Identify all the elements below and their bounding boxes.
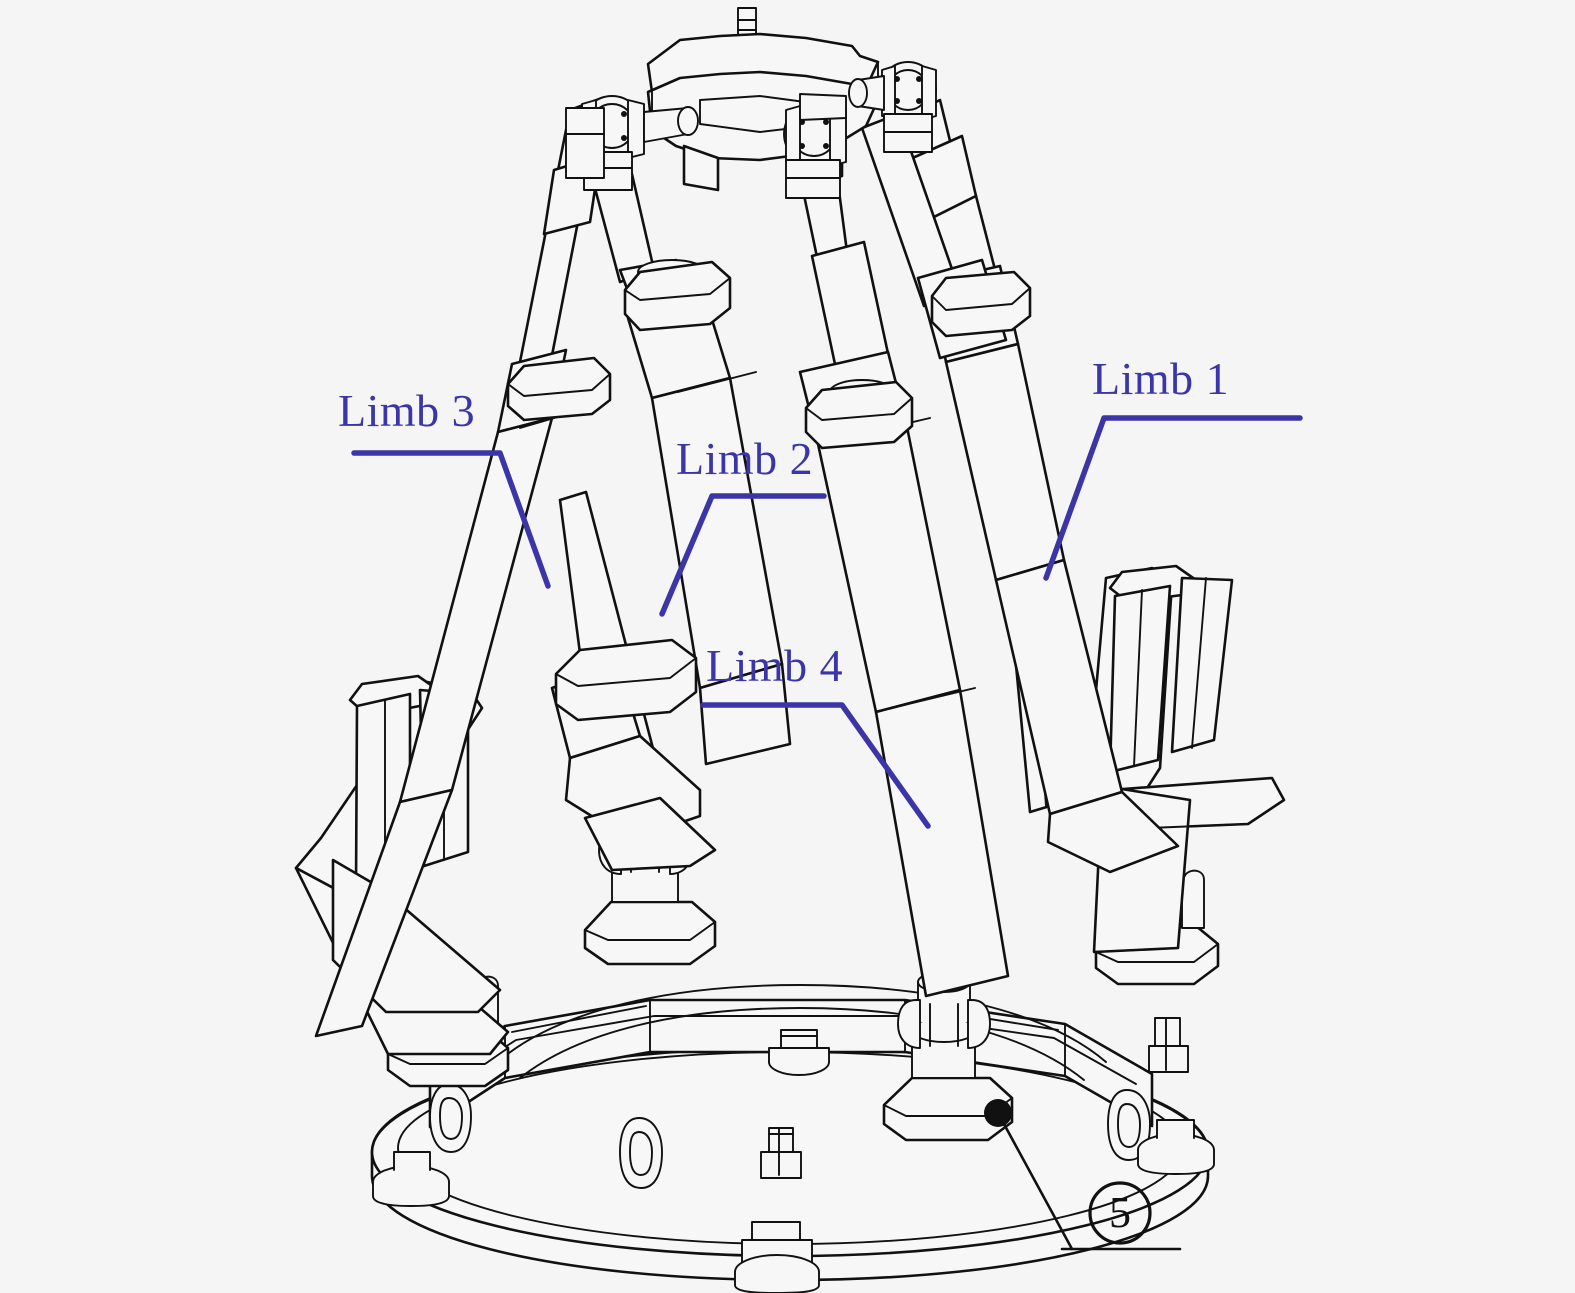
callout-5-circle	[1088, 1181, 1152, 1245]
upper-universal-joint-center	[783, 93, 847, 199]
upper-universal-joint-right	[848, 61, 937, 153]
label-limb-4: Limb 4	[706, 640, 844, 691]
lifting-eye-left	[429, 1083, 472, 1153]
leader-limb1	[1043, 415, 1303, 581]
label-limb-1: Limb 1	[1092, 353, 1230, 404]
center-hub-bolt	[768, 1029, 830, 1076]
lifting-eye-front-left	[619, 1117, 663, 1189]
upper-universal-joint-far-left	[565, 107, 605, 179]
callout-5-leader	[996, 1111, 1074, 1251]
front-stud-bolt	[760, 1127, 802, 1179]
limb-4	[314, 96, 604, 1038]
callout-5	[984, 1099, 1182, 1251]
right-stud-bolt	[1148, 1017, 1189, 1073]
label-limb-3: Limb 3	[338, 385, 476, 436]
leveling-foot-left	[372, 1151, 450, 1207]
label-limb-2: Limb 2	[676, 433, 814, 484]
lifting-eye-right	[1107, 1089, 1151, 1161]
leader-limb2	[659, 493, 827, 617]
leader-limb4	[700, 702, 931, 829]
carriage-block-center	[554, 638, 698, 722]
leveling-foot-right	[1137, 1119, 1215, 1175]
callout-5-number: 5	[1109, 1188, 1131, 1237]
leader-limb3	[351, 450, 551, 589]
actuator-collars	[506, 259, 1032, 450]
leveling-foot-front	[734, 1221, 820, 1293]
leader-lines	[351, 415, 1303, 829]
